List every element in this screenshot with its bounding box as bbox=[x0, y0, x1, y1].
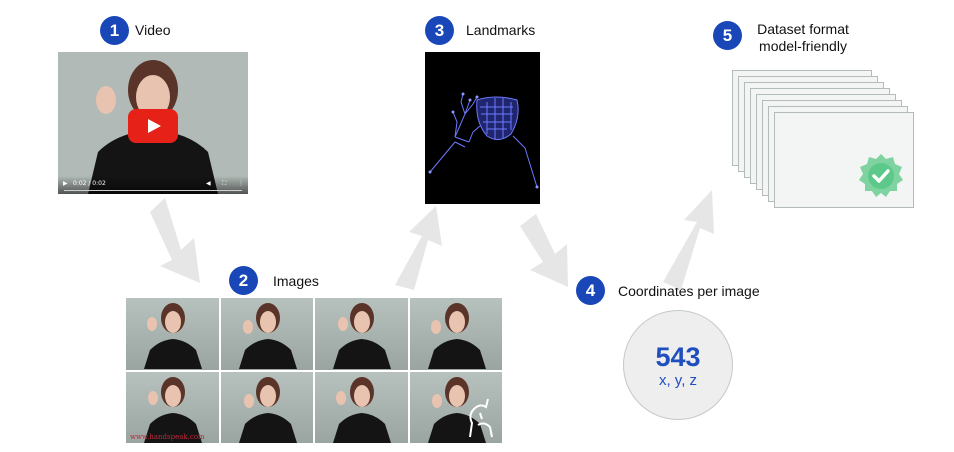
image-frame bbox=[126, 371, 219, 443]
fullscreen-icon[interactable]: ⛶ bbox=[222, 180, 227, 187]
image-frames-grid: www.handspeak.com bbox=[126, 298, 502, 443]
step-3-label: Landmarks bbox=[466, 22, 536, 38]
more-options-icon[interactable]: ⋮ bbox=[238, 180, 244, 187]
arrow-landmarks-to-coordinates bbox=[520, 214, 568, 287]
video-control-bar: ▶ 0:02 / 0:02 ◀ ⛶ ⋮ bbox=[58, 176, 248, 194]
step-5-label-line1: Dataset format bbox=[757, 21, 849, 37]
step-4-badge: 4 bbox=[576, 276, 605, 305]
step-1-badge: 1 bbox=[100, 16, 129, 45]
handspeak-logo-icon bbox=[462, 395, 496, 439]
step-5-label-line2: model-friendly bbox=[759, 38, 847, 54]
step-5-badge: 5 bbox=[713, 21, 742, 50]
coordinate-axes: x, y, z bbox=[658, 371, 698, 389]
video-time: 0:02 / 0:02 bbox=[73, 180, 106, 187]
arrow-coordinates-to-dataset bbox=[663, 190, 714, 290]
image-frame bbox=[126, 298, 219, 370]
watermark-text: www.handspeak.com bbox=[130, 433, 205, 441]
arrow-images-to-landmarks bbox=[395, 206, 442, 290]
verified-check-icon bbox=[858, 153, 904, 199]
step-3-badge: 3 bbox=[425, 16, 454, 45]
step-2-label: Images bbox=[273, 273, 319, 289]
arrow-video-to-images bbox=[150, 198, 200, 283]
image-frame bbox=[409, 298, 502, 370]
coordinates-circle: 543 x, y, z bbox=[623, 310, 733, 420]
step-2-badge: 2 bbox=[229, 266, 258, 295]
step-5-label: Dataset format model-friendly bbox=[748, 21, 858, 55]
image-frame bbox=[315, 371, 408, 443]
youtube-play-icon[interactable] bbox=[128, 109, 178, 143]
step-4-label: Coordinates per image bbox=[618, 283, 760, 299]
image-frame bbox=[220, 298, 313, 370]
image-frame bbox=[220, 371, 313, 443]
video-progress-track[interactable] bbox=[64, 189, 242, 191]
step-1-label: Video bbox=[135, 22, 171, 38]
volume-icon[interactable]: ◀ bbox=[206, 180, 211, 187]
landmark-mesh bbox=[428, 92, 539, 189]
play-small-icon[interactable]: ▶ bbox=[63, 180, 68, 187]
coordinate-count: 543 bbox=[655, 341, 701, 372]
video-thumbnail[interactable]: ▶ 0:02 / 0:02 ◀ ⛶ ⋮ bbox=[58, 52, 248, 194]
landmarks-visualization bbox=[425, 52, 540, 204]
image-frame bbox=[315, 298, 408, 370]
